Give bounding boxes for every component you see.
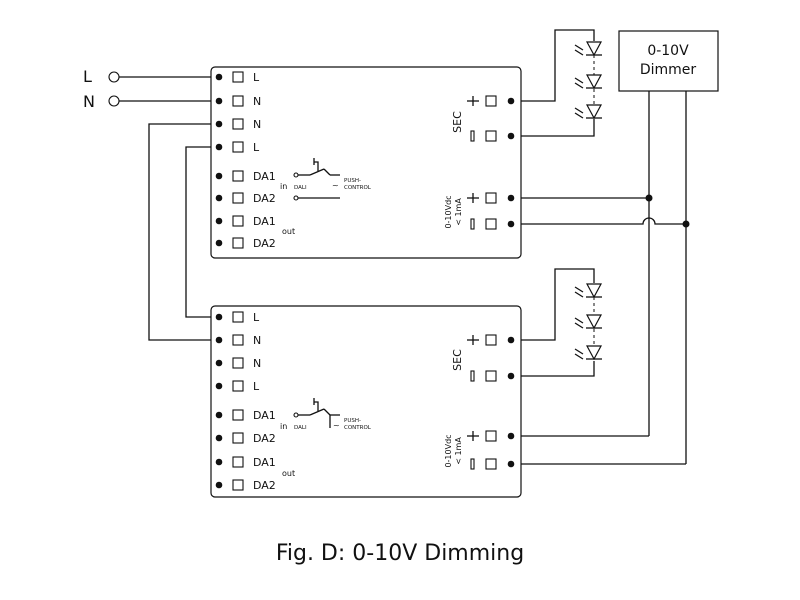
driver-1-sec-label: SEC xyxy=(451,111,464,133)
svg-text:L: L xyxy=(253,311,260,324)
driver-1-sec-plus-terminal xyxy=(467,95,515,107)
driver-1-input-terminal: L xyxy=(215,71,260,84)
driver-1-control-label: CONTROL xyxy=(344,185,372,191)
led1-diode-icon xyxy=(574,41,603,57)
driver-1-input-terminal: L xyxy=(215,141,260,154)
svg-text:DA1: DA1 xyxy=(253,409,276,422)
svg-text:DA2: DA2 xyxy=(253,192,276,205)
driver-2-dim-label-1: 0-10Vdc xyxy=(444,434,453,467)
driver-2-push-switch-icon xyxy=(293,398,340,428)
driver-1-dali-terminal: DA1 xyxy=(215,170,276,183)
led1-plus-wire xyxy=(511,29,595,102)
junction-dot xyxy=(645,194,653,202)
driver-2-control-label: CONTROL xyxy=(344,425,372,431)
driver-1-dali-terminal: DA2 xyxy=(215,192,276,205)
driver-1-push-switch-icon xyxy=(293,158,340,201)
driver-2-sec-minus-terminal xyxy=(470,370,515,382)
driver-1-input-terminal: N xyxy=(215,95,261,108)
mains-n-label: N xyxy=(83,92,95,111)
driver-2-dali-terminal: DA1 xyxy=(215,456,276,469)
mains-l-label: L xyxy=(83,67,92,86)
svg-text:DA2: DA2 xyxy=(253,479,276,492)
driver-1-dim-minus-terminal xyxy=(470,218,515,230)
svg-text:DA1: DA1 xyxy=(253,456,276,469)
driver-1-tilde: ~ xyxy=(332,181,339,190)
junction-dot xyxy=(682,220,690,228)
driver1-dim-minus-wire xyxy=(511,217,686,225)
driver-2-input-terminal: N xyxy=(215,334,261,347)
svg-text:N: N xyxy=(253,334,261,347)
driver-2-tilde: ~ xyxy=(333,421,340,430)
svg-text:DA1: DA1 xyxy=(253,170,276,183)
driver-1-in-label: in xyxy=(280,182,287,191)
svg-text:DA2: DA2 xyxy=(253,432,276,445)
svg-text:L: L xyxy=(253,71,260,84)
driver-2-in-label: in xyxy=(280,422,287,431)
driver-2-dali-terminal: DA1 xyxy=(215,409,276,422)
driver-2-sec-plus-terminal xyxy=(467,334,515,346)
driver-1-dali-terminal: DA2 xyxy=(215,237,276,250)
dimmer-label-line2: Dimmer xyxy=(640,62,697,78)
driver-2-body xyxy=(210,305,522,498)
driver-1-dim-label-2: < 1mA xyxy=(454,198,463,226)
driver-2: L N N L DA1 DA2 DA1 DA2 in xyxy=(210,305,522,498)
figure-caption: Fig. D: 0-10V Dimming xyxy=(276,541,524,566)
dimmer-label-line1: 0-10V xyxy=(647,43,689,59)
driver-1-input-terminal: N xyxy=(215,118,261,131)
loop-n-wire xyxy=(148,123,219,341)
driver-1-push-label: PUSH- xyxy=(344,178,361,184)
mains-n-terminal xyxy=(108,95,120,107)
led1-diode-icon xyxy=(574,104,603,120)
driver-2-dim-plus-terminal xyxy=(467,430,515,442)
led2-diode-icon xyxy=(574,314,603,330)
svg-text:DA1: DA1 xyxy=(253,215,276,228)
driver-2-dali-terminal: DA2 xyxy=(215,432,276,445)
driver-2-sec-label: SEC xyxy=(451,349,464,371)
dimmer-box xyxy=(618,30,719,92)
driver-2-out-label: out xyxy=(282,469,295,478)
driver-1: L N N L DA1 DA2 DA1 DA2 xyxy=(210,66,522,259)
driver-2-dim-minus-terminal xyxy=(470,458,515,470)
driver-1-body xyxy=(210,66,522,259)
led1-minus-wire xyxy=(511,119,595,137)
driver-2-input-terminal: L xyxy=(215,380,260,393)
driver-2-dali-terminal: DA2 xyxy=(215,479,276,492)
led1-diode-icon xyxy=(574,74,603,90)
loop-l-wire xyxy=(185,146,219,318)
svg-text:L: L xyxy=(253,380,260,393)
driver-2-dali-label: DALI xyxy=(294,425,307,431)
led2-minus-wire xyxy=(511,361,595,377)
led2-diode-icon xyxy=(574,283,603,299)
driver-1-dim-plus-terminal xyxy=(467,192,515,204)
svg-text:N: N xyxy=(253,357,261,370)
driver-2-input-terminal: N xyxy=(215,357,261,370)
svg-text:N: N xyxy=(253,118,261,131)
led2-diode-icon xyxy=(574,345,603,361)
mains-l-terminal xyxy=(108,71,120,83)
driver-1-sec-minus-terminal xyxy=(470,130,515,142)
driver-1-dim-label-1: 0-10Vdc xyxy=(444,195,453,228)
driver-2-dim-label-2: < 1mA xyxy=(454,437,463,465)
driver-1-dali-label: DALI xyxy=(294,185,307,191)
svg-text:N: N xyxy=(253,95,261,108)
svg-text:L: L xyxy=(253,141,260,154)
svg-text:DA2: DA2 xyxy=(253,237,276,250)
led2-plus-wire xyxy=(511,268,595,341)
driver-2-input-terminal: L xyxy=(215,311,260,324)
driver-2-push-label: PUSH- xyxy=(344,418,361,424)
driver-1-out-label: out xyxy=(282,227,295,236)
driver-1-dali-terminal: DA1 xyxy=(215,215,276,228)
